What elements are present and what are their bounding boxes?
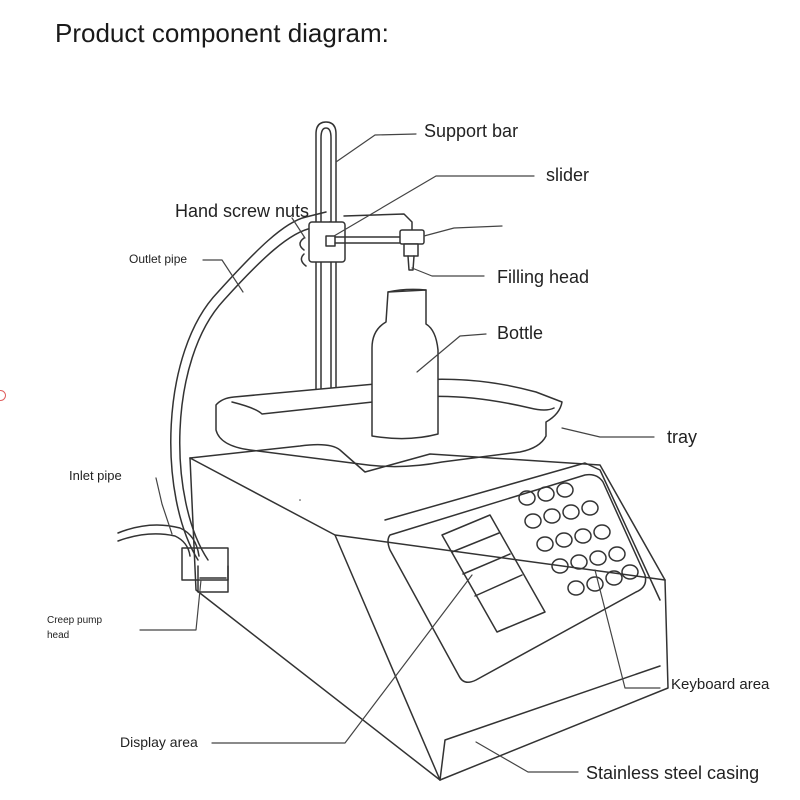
label-support-bar: Support bar <box>424 121 519 141</box>
leader-casing <box>475 741 579 773</box>
leader-filling-head <box>411 267 485 277</box>
label-tray: tray <box>667 427 698 447</box>
inlet-pipe <box>117 524 200 557</box>
leader-hand-screw-nuts <box>291 217 306 239</box>
label-filling-head: Filling head <box>497 267 590 287</box>
leader-outlet-pipe <box>202 259 244 293</box>
leader-creep-pump-head <box>139 579 202 631</box>
filling-head <box>399 229 425 271</box>
casing <box>189 443 669 781</box>
label-display-area: Display area <box>120 734 198 750</box>
leader-display-area <box>211 574 473 744</box>
label-creep-pump-head-line2: head <box>47 630 70 641</box>
display-area <box>441 514 546 633</box>
label-creep-pump-head-line1: Creep pump <box>47 615 103 626</box>
leader-inlet-pipe <box>155 477 173 535</box>
label-inlet-pipe: Inlet pipe <box>69 468 122 483</box>
leader-keyboard-area <box>594 569 661 689</box>
leader-filling-head-top <box>423 225 503 237</box>
leader-slider <box>333 175 535 237</box>
support-bar <box>315 121 337 401</box>
page-title: Product component diagram: <box>55 18 389 48</box>
creep-pump-head <box>181 547 229 593</box>
label-bottle: Bottle <box>497 323 544 343</box>
leader-lines <box>139 133 661 773</box>
outlet-pipe <box>170 211 331 561</box>
label-keyboard-area: Keyboard area <box>671 676 770 693</box>
label-slider: slider <box>546 165 590 185</box>
slider-assembly <box>299 221 346 267</box>
label-outlet-pipe: Outlet pipe <box>129 252 188 266</box>
label-creep-pump-head: Creep pump head <box>47 613 102 643</box>
bottle <box>371 288 439 440</box>
leader-support-bar <box>335 133 417 163</box>
filling-arm <box>334 213 413 244</box>
label-hand-screw-nuts: Hand screw nuts <box>175 201 310 221</box>
leader-tray <box>561 427 655 438</box>
label-stainless-steel-casing: Stainless steel casing <box>586 763 760 783</box>
leader-bottle <box>416 333 487 373</box>
keyboard-area <box>518 482 639 596</box>
